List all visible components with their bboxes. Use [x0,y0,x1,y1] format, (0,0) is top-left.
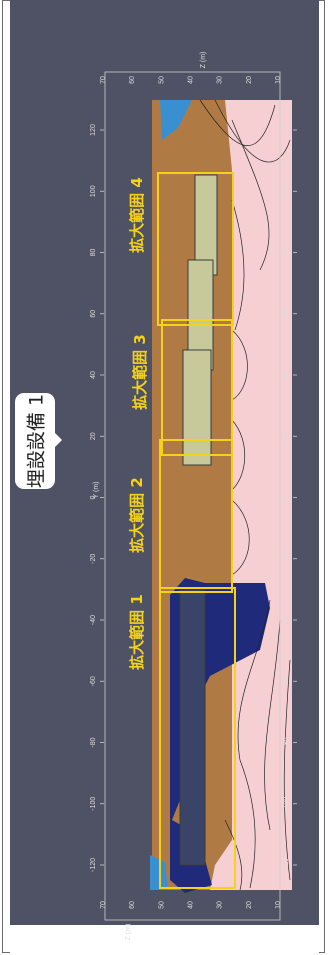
y-tick-left-label: -100 [90,797,97,811]
structure-2 [182,349,212,466]
y-tick-left-label: 0 [90,495,97,499]
y-axis-label: Y (m) [93,482,100,499]
zone-label-1: 拡大範囲 1 [128,594,146,670]
zone-label-2: 拡大範囲 2 [128,477,146,553]
y-tick-labels-right: -120 -100 -80 -60 -40 -20 0 20 40 60 80 100 120 [283,124,297,872]
z-axis-label-top: Z (m) [200,52,207,69]
water-region-top [160,100,192,140]
y-tick-left-label: -120 [90,858,97,872]
z-tick-bottom-label: 70 [100,901,107,909]
buried-structures [179,174,218,866]
y-tick-left-label: 120 [90,124,97,136]
zone-box-4 [157,172,234,326]
y-tick-right-label: 60 [283,310,290,318]
z-tick-top-label: 60 [129,76,136,84]
bottom-margin [10,925,319,955]
z-tick-bottom-label: 40 [188,901,195,909]
zone-box-2 [159,439,233,593]
y-tick-right-label: 20 [283,432,290,440]
z-tick-bottom-label: 20 [246,901,253,909]
zone-box-1 [159,587,236,889]
z-tick-bottom-label: 60 [129,901,136,909]
y-tick-left-label: -20 [90,554,97,564]
z-tick-top-label: 10 [275,76,282,84]
y-tick-right-label: -80 [283,737,290,747]
y-tick-left-label: 20 [90,432,97,440]
z-tick-top-label: 20 [246,76,253,84]
callout-pointer [52,430,62,450]
y-tick-left-label: -80 [90,737,97,747]
z-tick-top-label: 50 [158,76,165,84]
y-tick-right-label: 0 [283,495,290,499]
z-tick-top-label: 70 [100,76,107,84]
z-tick-bottom-label: 30 [217,901,224,909]
zone-boxes [157,172,236,889]
z-tick-top-label: 40 [188,76,195,84]
y-tick-left-label: 40 [90,371,97,379]
z-tick-labels-bottom: 70 60 50 40 30 20 10 [100,901,282,909]
y-tick-left-label: 60 [90,310,97,318]
y-tick-right-label: -20 [283,554,290,564]
y-tick-left-label: -60 [90,676,97,686]
y-tick-right-label: 40 [283,371,290,379]
y-tick-right-label: 100 [283,185,290,197]
y-tick-right-label: -40 [283,615,290,625]
z-axis-label-bottom: Z (m) [125,924,132,941]
z-tick-bottom-label: 10 [275,901,282,909]
y-tick-left-label: -40 [90,615,97,625]
y-tick-right-label: 120 [283,124,290,136]
z-tick-labels-top: 70 60 50 40 30 20 10 [100,76,282,84]
y-tick-labels-left: -120 -100 -80 -60 -40 -20 0 20 40 60 80 100 120 [90,124,104,872]
y-tick-right-label: -120 [283,858,290,872]
callout-bubble [15,393,55,489]
axis-box [104,71,281,921]
zone-box-3 [161,319,233,456]
contour-lines [199,99,291,891]
z-tick-top-label: 30 [217,76,224,84]
z-tick-bottom-label: 50 [158,901,165,909]
y-tick-right-label: 80 [283,249,290,257]
callout-text: 埋設設備 1 [25,393,48,489]
zone-label-4: 拡大範囲 4 [128,177,146,253]
structure-1 [179,589,206,866]
y-tick-left-label: 100 [90,185,97,197]
y-tick-right-label: -60 [283,676,290,686]
y-tick-right-label: -100 [283,797,290,811]
zone-label-3: 拡大範囲 3 [131,334,149,410]
y-tick-left-label: 80 [90,249,97,257]
